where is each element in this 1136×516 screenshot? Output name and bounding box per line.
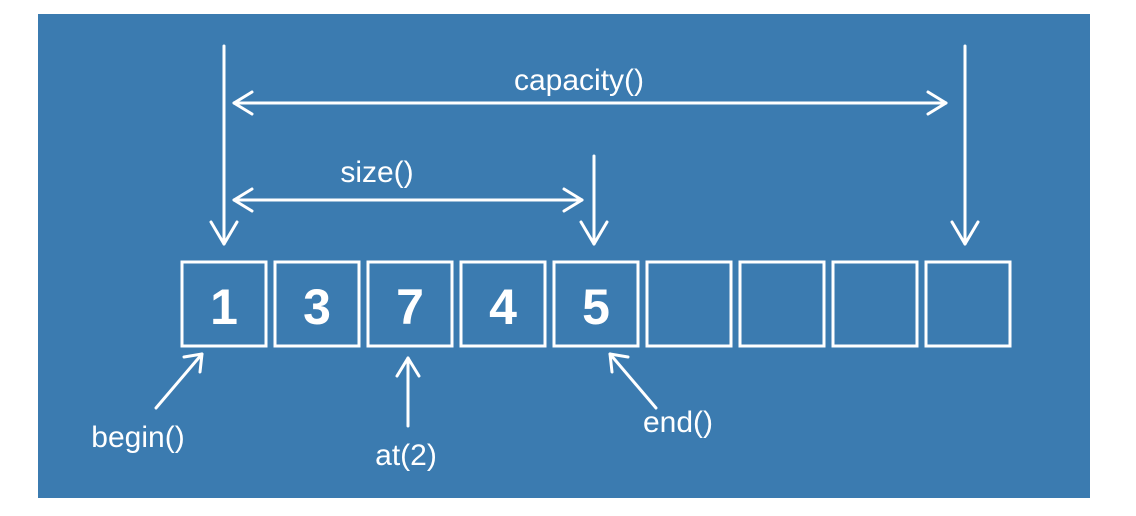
array-cell — [924, 260, 1012, 348]
array-cell-box — [273, 260, 361, 348]
array-cell: 1 — [180, 260, 268, 348]
array-cell-value: 7 — [396, 279, 424, 335]
array-cell-box — [180, 260, 268, 348]
array-cells: 1 3 7 4 5 — [180, 260, 1012, 348]
end-label: end() — [643, 406, 713, 439]
size-end-arrow — [579, 154, 609, 246]
array-cell-box — [645, 260, 733, 348]
array-cell: 5 — [552, 260, 640, 348]
begin-label: begin() — [91, 421, 184, 454]
array-cell: 7 — [366, 260, 454, 348]
array-cell-box — [552, 260, 640, 348]
array-cell-value: 1 — [210, 279, 238, 335]
array-cell: 3 — [273, 260, 361, 348]
capacity-label: capacity() — [514, 64, 644, 97]
at-arrow — [395, 356, 421, 428]
array-cell: 4 — [459, 260, 547, 348]
array-cell-box — [924, 260, 1012, 348]
array-cell-value: 3 — [303, 279, 331, 335]
capacity-end-arrow — [950, 44, 980, 246]
capacity-start-arrow — [209, 44, 239, 246]
end-arrow — [608, 352, 658, 410]
vector-diagram: capacity() size() 1 3 7 4 5 begin() at(2) en… — [38, 14, 1090, 498]
size-label: size() — [340, 156, 413, 189]
size-span-arrow — [232, 187, 584, 213]
capacity-span-arrow — [232, 90, 948, 116]
diagram-background — [38, 14, 1090, 498]
array-cell-box — [366, 260, 454, 348]
array-cell — [738, 260, 826, 348]
array-cell — [831, 260, 919, 348]
array-cell-box — [459, 260, 547, 348]
begin-arrow — [154, 352, 204, 410]
array-cell-box — [831, 260, 919, 348]
diagram-panel: capacity() size() 1 3 7 4 5 begin() at(2) en… — [38, 14, 1090, 498]
array-cell-value: 5 — [582, 279, 610, 335]
array-cell-value: 4 — [489, 279, 517, 335]
array-cell-box — [738, 260, 826, 348]
array-cell — [645, 260, 733, 348]
at-label: at(2) — [375, 439, 437, 472]
